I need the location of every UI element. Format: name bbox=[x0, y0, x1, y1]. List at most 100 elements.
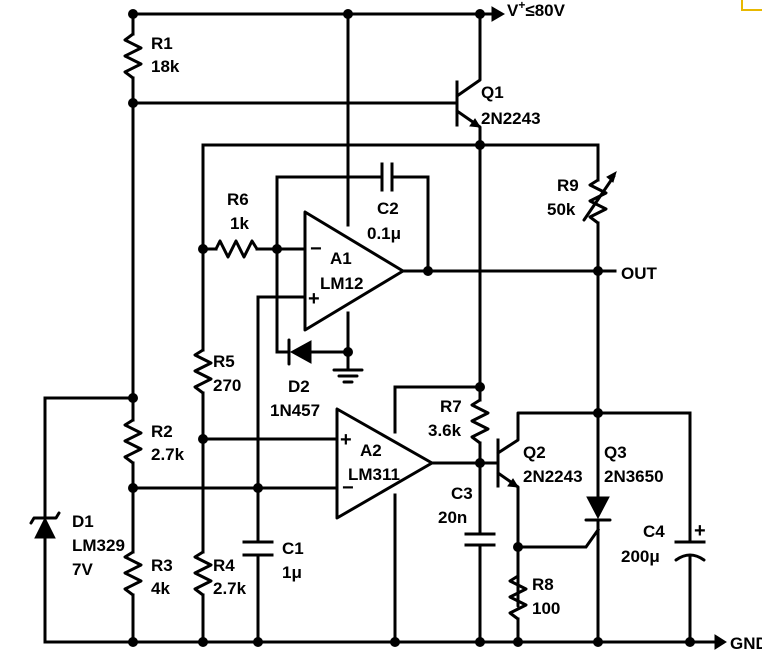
a2-value: LM311 bbox=[348, 465, 400, 484]
c2-ref: C2 bbox=[377, 199, 399, 218]
r4-ref: R4 bbox=[213, 556, 235, 575]
gnd-label: GND bbox=[730, 634, 762, 653]
r2-resistor bbox=[123, 418, 143, 465]
q1-emitter-arrow-icon bbox=[469, 118, 481, 128]
junction-dot bbox=[128, 393, 138, 403]
r2-value: 2.7k bbox=[151, 445, 185, 464]
a1-opamp bbox=[303, 210, 405, 332]
c4-value: 200μ bbox=[621, 547, 660, 566]
a1-plus-sign: + bbox=[308, 288, 320, 310]
junction-dot bbox=[593, 408, 603, 418]
r9-wiper-arrow bbox=[582, 174, 616, 222]
q2-ref: Q2 bbox=[523, 443, 546, 462]
r7-value: 3.6k bbox=[428, 421, 462, 440]
junction-dot bbox=[390, 637, 400, 647]
r3-value: 4k bbox=[151, 579, 170, 598]
junction-dot bbox=[513, 542, 523, 552]
q3-ref: Q3 bbox=[604, 443, 627, 462]
r1-resistor bbox=[123, 32, 143, 80]
c2-value: 0.1μ bbox=[367, 224, 401, 243]
junction-dot bbox=[475, 9, 485, 19]
junction-dot bbox=[198, 637, 208, 647]
ground-arrow-icon bbox=[714, 634, 727, 650]
c1-value: 1μ bbox=[282, 563, 302, 582]
junction-dot bbox=[685, 637, 695, 647]
junction-dot bbox=[343, 347, 353, 357]
a2-supply-wire bbox=[393, 385, 482, 434]
junction-dot bbox=[513, 637, 523, 647]
d1-zener-bar bbox=[29, 511, 61, 525]
c2-left-wire bbox=[275, 175, 382, 251]
r6-value: 1k bbox=[230, 214, 249, 233]
junction-dot bbox=[593, 637, 603, 647]
junction-dot bbox=[475, 382, 485, 392]
q3-scr-triangle bbox=[586, 496, 610, 520]
r6-resistor bbox=[214, 239, 259, 259]
junction-dot bbox=[253, 483, 263, 493]
c1-ref: C1 bbox=[282, 539, 304, 558]
q2-collector bbox=[496, 411, 600, 455]
q1-ref: Q1 bbox=[481, 83, 504, 102]
junction-dot bbox=[128, 9, 138, 19]
junction-dot bbox=[128, 637, 138, 647]
d2-triangle bbox=[289, 340, 312, 364]
junction-dot bbox=[593, 266, 603, 276]
a2-plus-sign: + bbox=[340, 429, 352, 451]
junction-dots bbox=[128, 9, 695, 647]
r3-resistor bbox=[123, 550, 143, 597]
r2-ref: R2 bbox=[151, 422, 173, 441]
d1-ref: D1 bbox=[72, 512, 94, 531]
r9-resistor bbox=[588, 178, 608, 225]
junction-dot bbox=[475, 637, 485, 647]
q1-value: 2N2243 bbox=[481, 109, 541, 128]
d2-ref: D2 bbox=[288, 377, 310, 396]
c3-ref: C3 bbox=[451, 484, 473, 503]
r1-value: 18k bbox=[151, 57, 180, 76]
junction-dot bbox=[253, 637, 263, 647]
q3-gate-wire bbox=[516, 527, 601, 549]
r1-ref: R1 bbox=[151, 34, 173, 53]
junction-dot bbox=[198, 434, 208, 444]
d1-extra: 7V bbox=[72, 560, 93, 579]
r8-ref: R8 bbox=[532, 575, 554, 594]
r4-resistor bbox=[193, 550, 213, 597]
r9-wiper-arrowhead-icon bbox=[606, 170, 617, 183]
junction-dot bbox=[475, 140, 485, 150]
junction-dot bbox=[128, 483, 138, 493]
r3-ref: R3 bbox=[151, 556, 173, 575]
r4-value: 2.7k bbox=[213, 579, 247, 598]
q2-value: 2N2243 bbox=[523, 467, 583, 486]
junction-dot bbox=[423, 266, 433, 276]
d1-top-wire bbox=[43, 396, 135, 517]
r7-ref: R7 bbox=[440, 397, 462, 416]
d2-value: 1N457 bbox=[270, 401, 320, 420]
r5-ref: R5 bbox=[213, 352, 235, 371]
r7-resistor bbox=[470, 398, 490, 445]
junction-dot bbox=[475, 458, 485, 468]
d1-zener-triangle bbox=[34, 516, 56, 539]
vplus-arrow-icon bbox=[491, 6, 505, 22]
r9-value: 50k bbox=[547, 200, 576, 219]
out-label: OUT bbox=[621, 264, 658, 283]
a1-plus-input-wire bbox=[256, 295, 307, 542]
a1-value: LM12 bbox=[320, 274, 363, 293]
a2-ref: A2 bbox=[360, 441, 382, 460]
q3-value: 2N3650 bbox=[604, 467, 664, 486]
r5-value: 270 bbox=[213, 376, 241, 395]
c4-top-wire bbox=[596, 411, 692, 542]
d1-value: LM329 bbox=[72, 536, 125, 555]
c4-ref: C4 bbox=[643, 522, 665, 541]
r5-resistor bbox=[193, 348, 213, 395]
r8-value: 100 bbox=[532, 599, 560, 618]
ground-symbol-icon bbox=[332, 368, 364, 384]
c2-right-wire bbox=[392, 175, 430, 273]
r8-resistor bbox=[508, 574, 528, 621]
vplus-label: V+≤80V bbox=[507, 0, 566, 20]
a2-minus-sign: − bbox=[342, 477, 354, 499]
q2-emitter-arrow-icon bbox=[507, 478, 519, 488]
junction-dot bbox=[272, 244, 282, 254]
a2-comparator bbox=[335, 407, 434, 520]
a1-minus-sign: − bbox=[310, 238, 322, 260]
d2-left-wire bbox=[275, 247, 289, 354]
